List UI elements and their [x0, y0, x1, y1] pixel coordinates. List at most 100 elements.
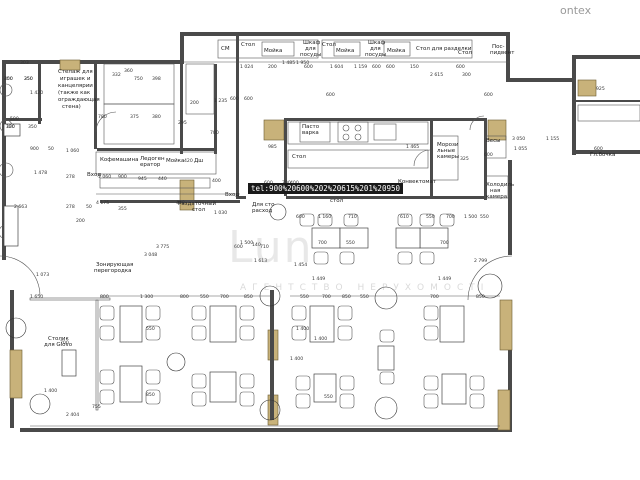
- label-moyka-top-1: Мойка: [264, 47, 282, 54]
- dimension-value: 600: [230, 96, 239, 102]
- dimension-value: 400: [212, 178, 221, 184]
- dimension-value: 250: [24, 76, 33, 82]
- dimension-value: 3 050: [512, 136, 525, 142]
- dimension-value: 1 478: [34, 170, 47, 176]
- label-kofemashina: Кофемашина: [100, 157, 138, 163]
- dimension-value: 550: [146, 326, 155, 332]
- dimension-value: 2 615: [430, 72, 443, 78]
- dimension-value: 550: [324, 394, 333, 400]
- dimension-value: 295: [178, 120, 187, 126]
- dimension-value: 1 060: [98, 174, 111, 180]
- dimension-value: 2 404: [66, 412, 79, 418]
- dimension-value: 1 073: [36, 272, 49, 278]
- dimension-value: 945: [138, 176, 147, 182]
- dining-tables: [61, 305, 485, 409]
- dimension-value: 800: [100, 294, 109, 300]
- dimension-value: 850: [146, 392, 155, 398]
- dimension-value: 600: [386, 64, 395, 70]
- stellazh-line-5: ограждающая: [58, 97, 100, 103]
- dimension-value: 1 650: [30, 294, 43, 300]
- label-gl-bochka: Гл.бочка: [590, 152, 615, 158]
- dimension-value: 332: [112, 72, 121, 78]
- dimension-value: 200: [76, 218, 85, 224]
- watermark-tagline: АГЕНТСТВО НЕРУХОМОСТІ: [240, 283, 490, 293]
- dimension-value: 3 048: [144, 252, 157, 258]
- dimension-value: 300: [4, 76, 13, 82]
- dimension-value: 500: [10, 116, 19, 122]
- stellazh-line-4: (также как: [58, 90, 91, 96]
- label-konvektomat: Конвектомат: [398, 179, 437, 185]
- dimension-value: 3 775: [156, 244, 169, 250]
- dimension-value: 550: [200, 294, 209, 300]
- dimension-value: 750: [134, 76, 143, 82]
- dimension-value: 700: [446, 214, 455, 220]
- dimension-value: 1 400: [44, 388, 57, 394]
- dimension-value: 380: [152, 114, 161, 120]
- dimension-value: 600: [296, 214, 305, 220]
- dimension-value: 710: [348, 214, 357, 220]
- stellazh-line-6: стена): [62, 104, 81, 110]
- dimension-value: 1 024: [240, 64, 253, 70]
- header-logo: ontex: [560, 4, 592, 17]
- upper-tables: [299, 213, 455, 265]
- label-stellazh: Стелаж для играшек и канцелярии (также к…: [58, 69, 101, 110]
- dimension-value: 200: [268, 64, 277, 70]
- dimension-value: 1 055: [514, 146, 527, 152]
- dimension-value: 1 465: [406, 144, 419, 150]
- dimension-value: 1 449: [438, 276, 451, 282]
- dimension-value: 1 604: [330, 64, 343, 70]
- dimension-value: 140: [252, 242, 261, 248]
- dimension-value: 1 400: [296, 326, 309, 332]
- dimension-value: 420: [184, 158, 193, 164]
- dimension-value: 400: [176, 200, 185, 206]
- dimension-value: 50: [86, 204, 92, 210]
- dimension-value: 1 160: [318, 214, 331, 220]
- dimension-value: 700: [322, 294, 331, 300]
- label-stol-small: стол: [330, 198, 344, 204]
- label-dsh: Дш: [194, 158, 203, 164]
- dimension-value: 360: [124, 68, 133, 74]
- dimension-value: 350: [24, 76, 33, 82]
- dimension-value: 150: [410, 64, 419, 70]
- plants: [5, 203, 503, 421]
- dimension-value: 398: [152, 76, 161, 82]
- dimension-value: 710: [260, 244, 269, 250]
- dimension-value: 1 449: [312, 276, 325, 282]
- dimension-value: 1 235: [214, 98, 227, 104]
- dimension-value: 700: [318, 240, 327, 246]
- label-moyka-top-2: Мойка: [336, 47, 354, 54]
- dimension-value: 700: [430, 294, 439, 300]
- dimension-value: 985: [268, 144, 277, 150]
- dimension-value: 1 159: [354, 64, 367, 70]
- dimension-value: 600: [372, 64, 381, 70]
- dimension-value: 780: [98, 114, 107, 120]
- watermark-brand: Lun: [228, 222, 314, 273]
- dimension-value: 700: [440, 240, 449, 246]
- label-stol-top-2: Стол: [322, 42, 336, 48]
- dimension-value: 610: [400, 214, 409, 220]
- stellazh-line-3: канцелярии: [58, 83, 93, 89]
- label-vesy: Весы: [486, 138, 501, 144]
- dimension-value: 1 400: [290, 356, 303, 362]
- dimension-value: 600: [244, 96, 253, 102]
- label-pos-pidvent: Пос-пидвент: [490, 44, 515, 56]
- dimension-value: 375: [130, 114, 139, 120]
- dimension-value: 900: [30, 146, 39, 152]
- dimension-value: 325: [460, 156, 469, 162]
- dimension-value: 50: [48, 146, 54, 152]
- dimension-value: 600: [484, 152, 493, 158]
- dimension-value: 1 155: [546, 136, 559, 142]
- dimension-value: 1 613: [254, 258, 267, 264]
- dimension-value: 800: [180, 294, 189, 300]
- label-stol-top-1: Стол: [241, 42, 255, 48]
- dimension-value: 440: [158, 176, 167, 182]
- dimension-value: 700: [210, 130, 219, 136]
